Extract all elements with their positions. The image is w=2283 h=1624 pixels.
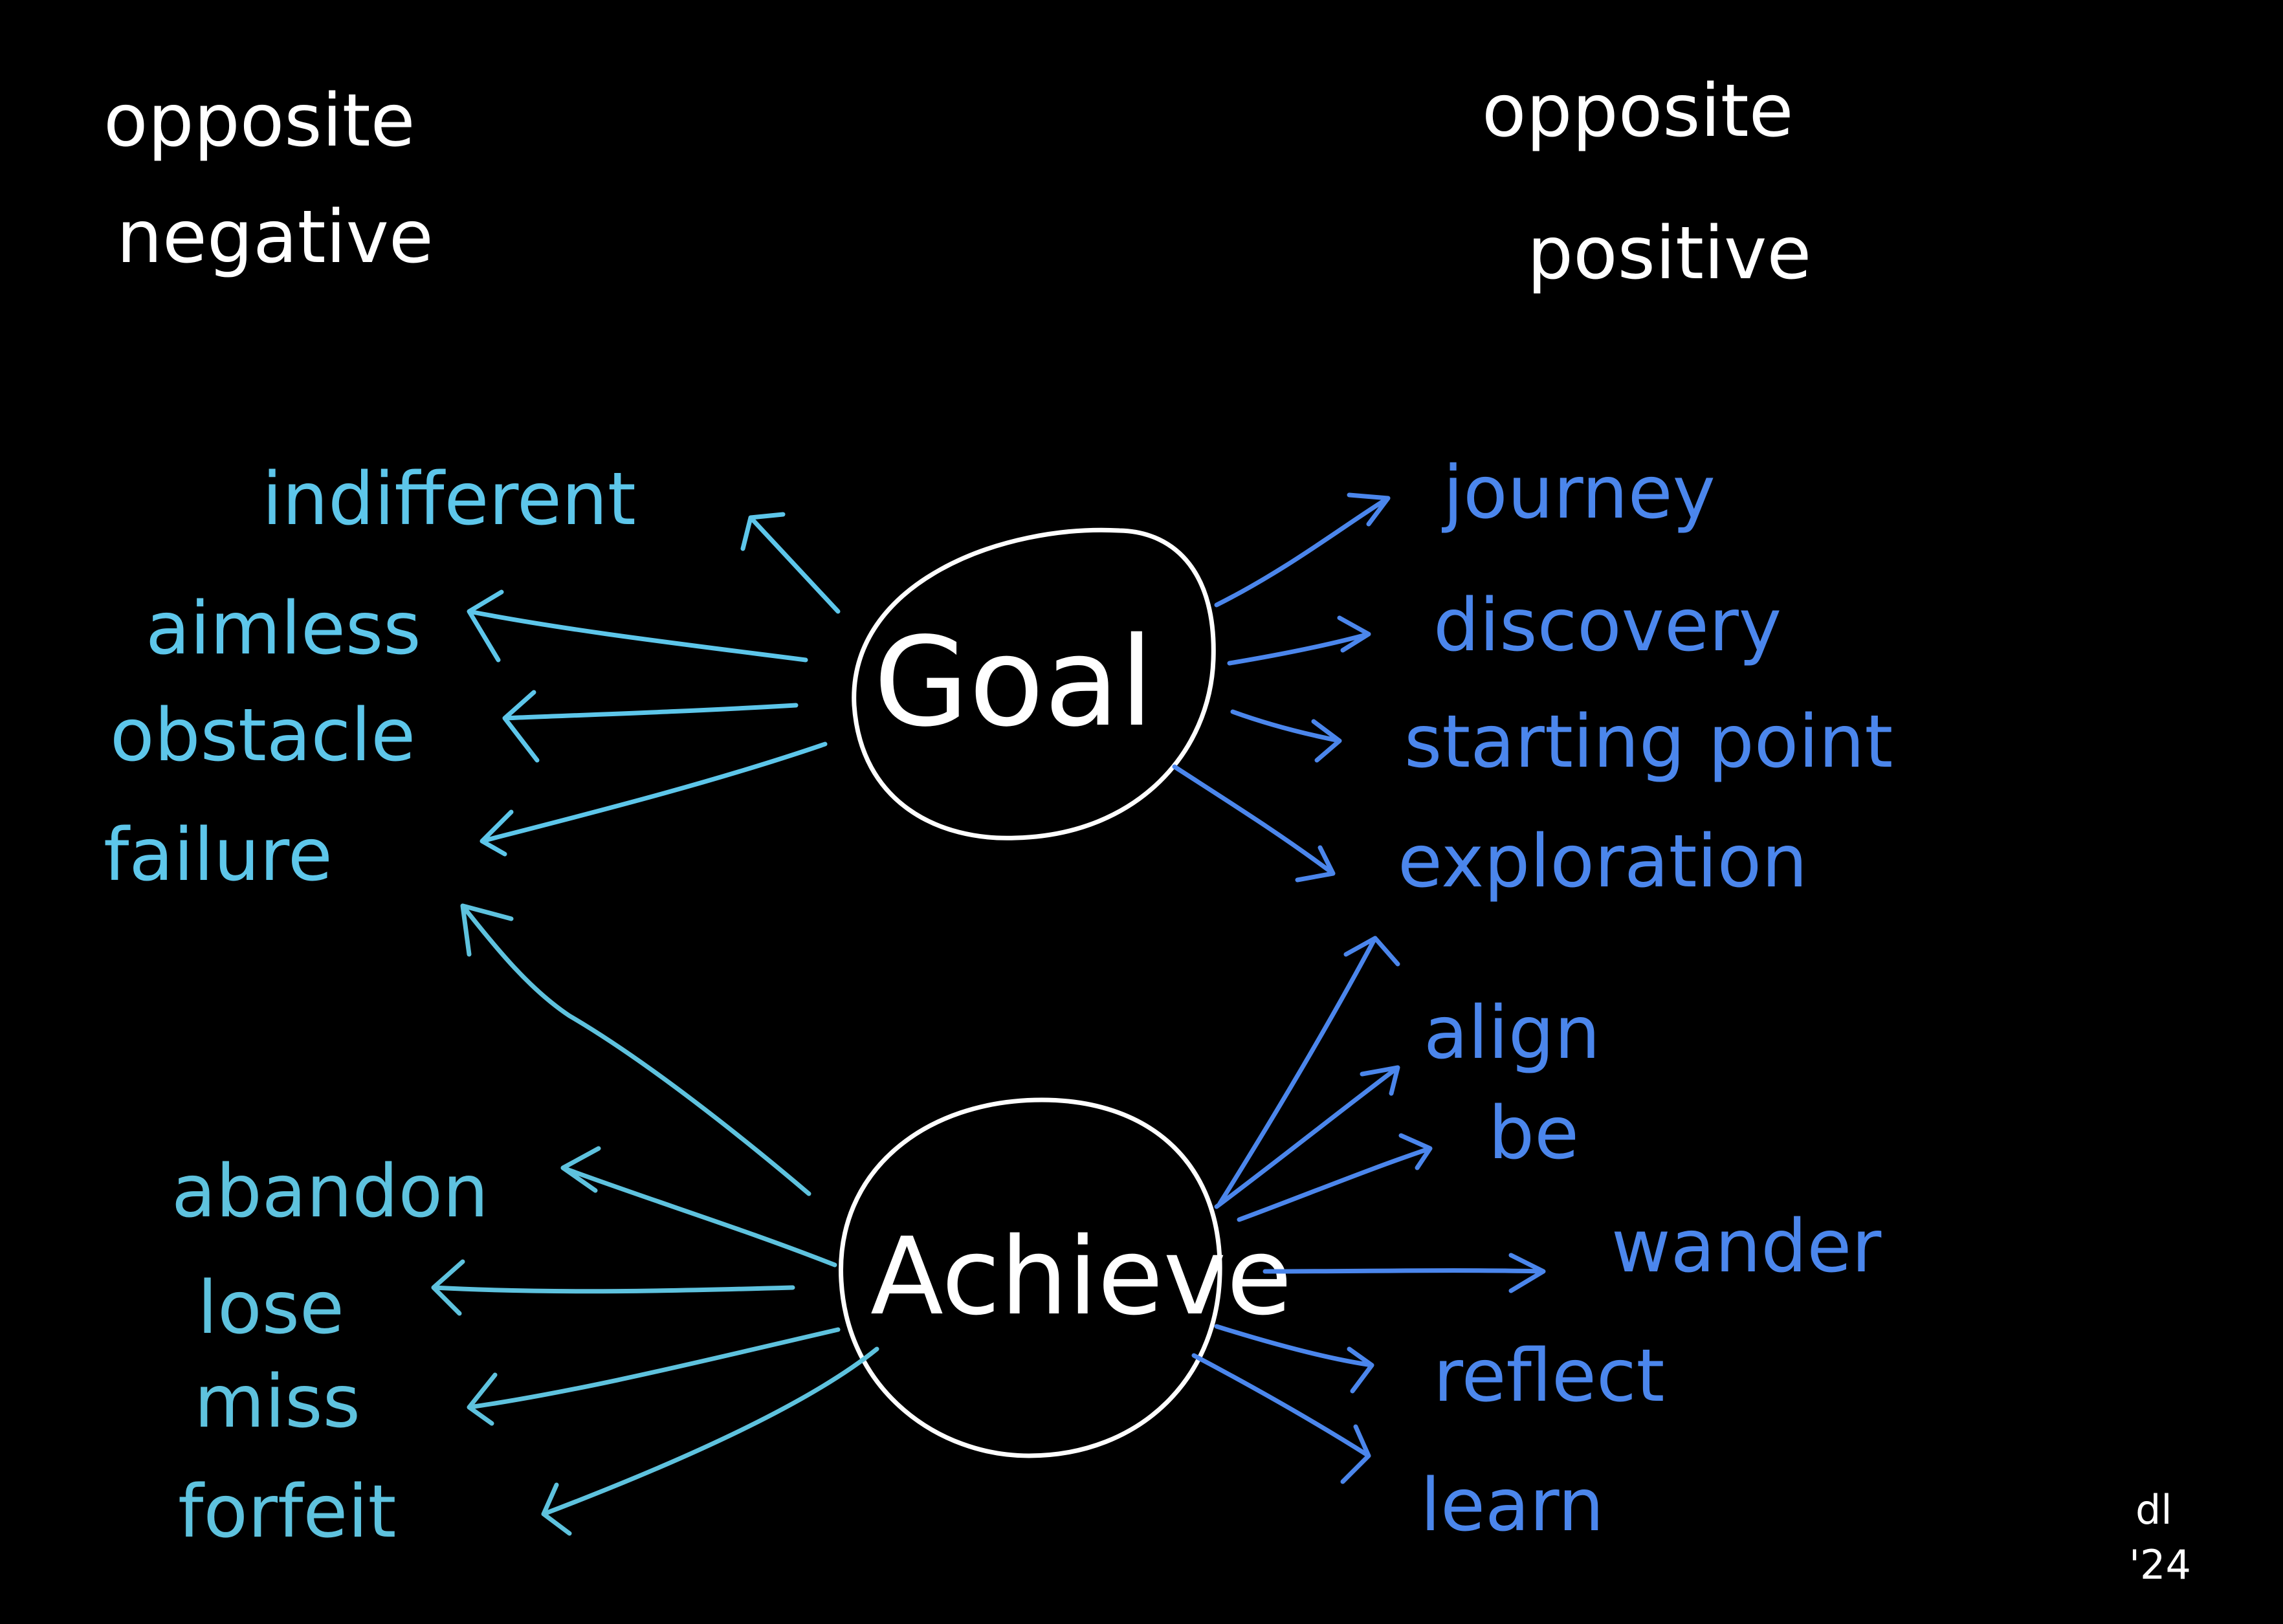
arrow-achieve-to-be — [1237, 1133, 1433, 1222]
header-opposite-negative: opposite negative — [104, 79, 434, 280]
word-aimless: aimless — [146, 587, 421, 671]
word-starting-point: starting point — [1404, 700, 1893, 784]
goal-positive-words: journey discovery starting point explora… — [1398, 451, 1893, 904]
arrow-achieve-to-reflect — [1214, 1324, 1374, 1394]
arrow-achieve-to-wander — [1263, 1253, 1546, 1293]
goal-label: Goal — [874, 611, 1154, 754]
goal-negative-arrows — [467, 512, 841, 857]
arrow-achieve-to-abandon — [560, 1146, 837, 1267]
word-align: align — [1424, 991, 1600, 1075]
header-negative-line-1: opposite — [104, 79, 415, 163]
word-abandon: abandon — [171, 1150, 489, 1234]
header-opposite-positive: opposite positive — [1482, 69, 1811, 296]
signature-year: '24 — [2129, 1541, 2191, 1588]
header-positive-line-1: opposite — [1482, 69, 1794, 153]
word-journey: journey — [1441, 451, 1715, 535]
achieve-negative-arrows — [431, 1146, 879, 1536]
word-exploration: exploration — [1398, 820, 1807, 904]
achieve-positive-words: align be wander reflect learn — [1420, 991, 1882, 1548]
arrow-achieve-to-align — [1214, 1065, 1400, 1209]
word-lose: lose — [197, 1266, 344, 1350]
achieve-circle — [839, 1097, 1222, 1458]
header-positive-line-2: positive — [1527, 212, 1811, 296]
arrow-goal-to-obstacle — [502, 690, 799, 763]
word-indifferent: indifferent — [262, 457, 636, 542]
goal-positive-arrows — [1172, 492, 1391, 883]
achieve-positive-arrows — [1191, 936, 1546, 1484]
arrow-goal-to-aimless — [467, 589, 808, 663]
goal-negative-words: indifferent aimless obstacle failure — [104, 457, 636, 897]
word-failure: failure — [104, 813, 333, 897]
achieve-label: Achieve — [870, 1214, 1292, 1339]
word-be: be — [1488, 1092, 1579, 1176]
arrow-goal-to-indifferent — [740, 512, 841, 614]
arrow-achieve-to-failure — [460, 903, 811, 1196]
arrow-goal-to-exploration — [1172, 764, 1336, 883]
signature: dl '24 — [2129, 1486, 2191, 1588]
word-reflect: reflect — [1433, 1334, 1664, 1418]
signature-initials: dl — [2135, 1486, 2172, 1533]
word-forfeit: forfeit — [178, 1470, 396, 1554]
arrow-achieve-to-forfeit — [541, 1346, 879, 1536]
word-wander: wander — [1611, 1205, 1882, 1289]
header-negative-line-2: negative — [116, 195, 434, 280]
arrow-goal-to-journey — [1214, 492, 1391, 608]
word-learn: learn — [1420, 1464, 1604, 1548]
achieve-negative-words: abandon lose miss forfeit — [171, 1150, 489, 1554]
arrow-goal-to-discovery — [1227, 615, 1371, 666]
arrow-achieve-to-exploration — [1217, 936, 1400, 1206]
word-miss: miss — [194, 1360, 360, 1444]
arrow-goal-to-starting-point — [1230, 709, 1342, 763]
arrow-achieve-to-learn — [1191, 1353, 1371, 1484]
arrow-goal-to-failure — [480, 741, 828, 857]
arrow-achieve-to-lose — [431, 1259, 795, 1316]
goal-circle — [852, 527, 1216, 840]
arrow-achieve-to-miss — [467, 1327, 841, 1426]
word-obstacle: obstacle — [110, 694, 415, 778]
word-discovery: discovery — [1433, 584, 1781, 668]
